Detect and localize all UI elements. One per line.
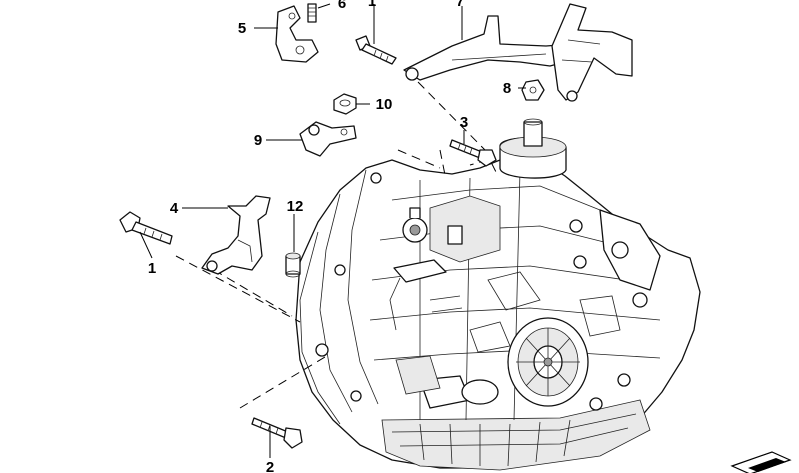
callout-7: 7 bbox=[456, 0, 464, 10]
callout-5: 5 bbox=[238, 20, 246, 37]
callout-10: 10 bbox=[376, 96, 393, 113]
part-1-bolt-top bbox=[355, 35, 397, 65]
transmission-housing bbox=[295, 118, 701, 471]
part-3-bolt bbox=[449, 139, 497, 167]
part-4-bracket bbox=[201, 195, 271, 275]
part-12-sleeve bbox=[285, 252, 301, 278]
callout-1-top: 1 bbox=[368, 0, 376, 10]
callout-6: 6 bbox=[338, 0, 346, 12]
part-2-bolt bbox=[251, 417, 303, 449]
callout-labels: 1 1 2 3 4 5 6 7 8 9 10 12 bbox=[148, 0, 511, 473]
leader-lines bbox=[139, 3, 526, 458]
part-6-pin bbox=[307, 3, 317, 23]
page-tag-icon bbox=[730, 451, 792, 473]
part-7-mount bbox=[551, 3, 633, 102]
callout-3: 3 bbox=[460, 114, 468, 131]
callout-4: 4 bbox=[170, 200, 179, 217]
part-8-nut bbox=[521, 79, 545, 101]
part-5-bracket bbox=[275, 5, 319, 63]
part-1-bolt-left bbox=[119, 211, 173, 245]
callout-8: 8 bbox=[503, 80, 511, 97]
part-7-bracket bbox=[403, 15, 573, 81]
callout-1-left: 1 bbox=[148, 260, 156, 277]
callout-2: 2 bbox=[266, 459, 274, 473]
part-9-sensor bbox=[299, 121, 357, 157]
callout-9: 9 bbox=[254, 132, 262, 149]
callout-12: 12 bbox=[287, 198, 304, 215]
part-10-nut bbox=[333, 93, 357, 115]
